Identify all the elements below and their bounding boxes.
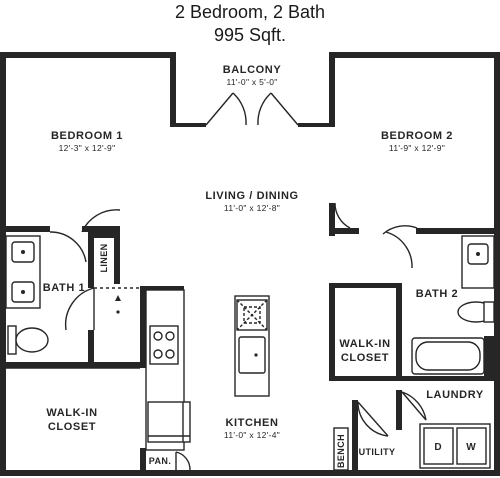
bedroom1-dims: 12'-3" x 12'-9"	[59, 143, 116, 153]
plan-title: 2 Bedroom, 2 Bath	[174, 2, 326, 22]
walkin2-label-line1: WALK-IN	[339, 338, 390, 350]
bench-label: BENCH	[336, 434, 346, 468]
bedroom2-dims: 11'-9" x 12'-9"	[389, 143, 445, 153]
balcony-dims: 11'-0" x 5'-0"	[226, 77, 277, 87]
pantry-label: PAN.	[149, 456, 171, 466]
laundry-label: LAUNDRY	[426, 389, 484, 401]
bath1	[5, 232, 146, 368]
washer-label: W	[466, 442, 476, 453]
bedroom1-label: BEDROOM 1	[51, 130, 123, 142]
linen-label: LINEN	[99, 244, 109, 273]
bath1-label: BATH 1	[43, 282, 86, 294]
kitchen-label: KITCHEN	[225, 417, 278, 429]
bedroom2-walls	[329, 202, 500, 269]
kitchen-dims: 11'-0" x 12'-4"	[224, 430, 280, 440]
balcony-label: BALCONY	[223, 64, 282, 76]
living-label: LIVING / DINING	[205, 190, 298, 202]
living-dims: 11'-0" x 12'-8"	[224, 203, 280, 213]
utility-label: UTILITY	[359, 447, 396, 457]
plan-area: 995 Sqft.	[213, 25, 287, 45]
bedroom2-label: BEDROOM 2	[381, 130, 453, 142]
walkin1-label-line1: WALK-IN	[46, 407, 97, 419]
dryer-label: D	[434, 442, 441, 453]
balcony-door	[6, 54, 494, 127]
kitchen	[140, 286, 270, 476]
bath2-label: BATH 2	[416, 288, 459, 300]
bath2-closet-laundry	[329, 235, 495, 476]
walkin2-label-line2: CLOSET	[341, 352, 389, 364]
walkin1-label-line2: CLOSET	[48, 421, 96, 433]
